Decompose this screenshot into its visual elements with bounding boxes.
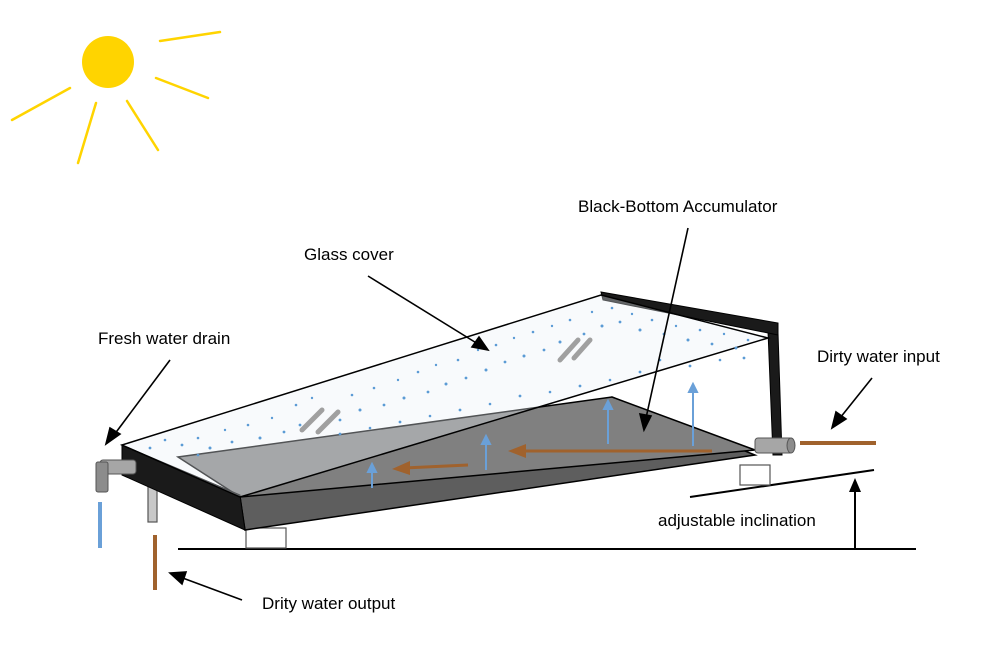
black-bottom-accumulator-label: Black-Bottom Accumulator <box>578 197 778 216</box>
frame-top-edge <box>600 291 779 336</box>
frame-right-post <box>767 330 783 456</box>
dirty-water-input-pipe-icon <box>754 437 796 454</box>
glass-cover-label: Glass cover <box>304 245 394 264</box>
inclined-support-line <box>689 469 875 498</box>
dirty-water-input-label: Dirty water input <box>817 347 940 366</box>
dirty-water-output-label: Drity water output <box>262 594 395 613</box>
condensation-droplets <box>148 306 750 457</box>
fresh-water-drain-label: Fresh water drain <box>98 329 230 348</box>
sun-icon <box>10 30 222 165</box>
support-legs <box>147 464 771 549</box>
dirty-water-flow-arrows <box>392 444 712 475</box>
glass-cover <box>119 294 771 498</box>
evaporation-arrows <box>366 381 699 488</box>
callout-arrows <box>104 227 873 601</box>
glass-reflections <box>299 337 593 435</box>
inclination-arrow-icon <box>849 478 861 549</box>
adjustable-inclination-label: adjustable inclination <box>658 511 816 530</box>
fresh-water-drain-pipe-icon <box>95 459 137 493</box>
